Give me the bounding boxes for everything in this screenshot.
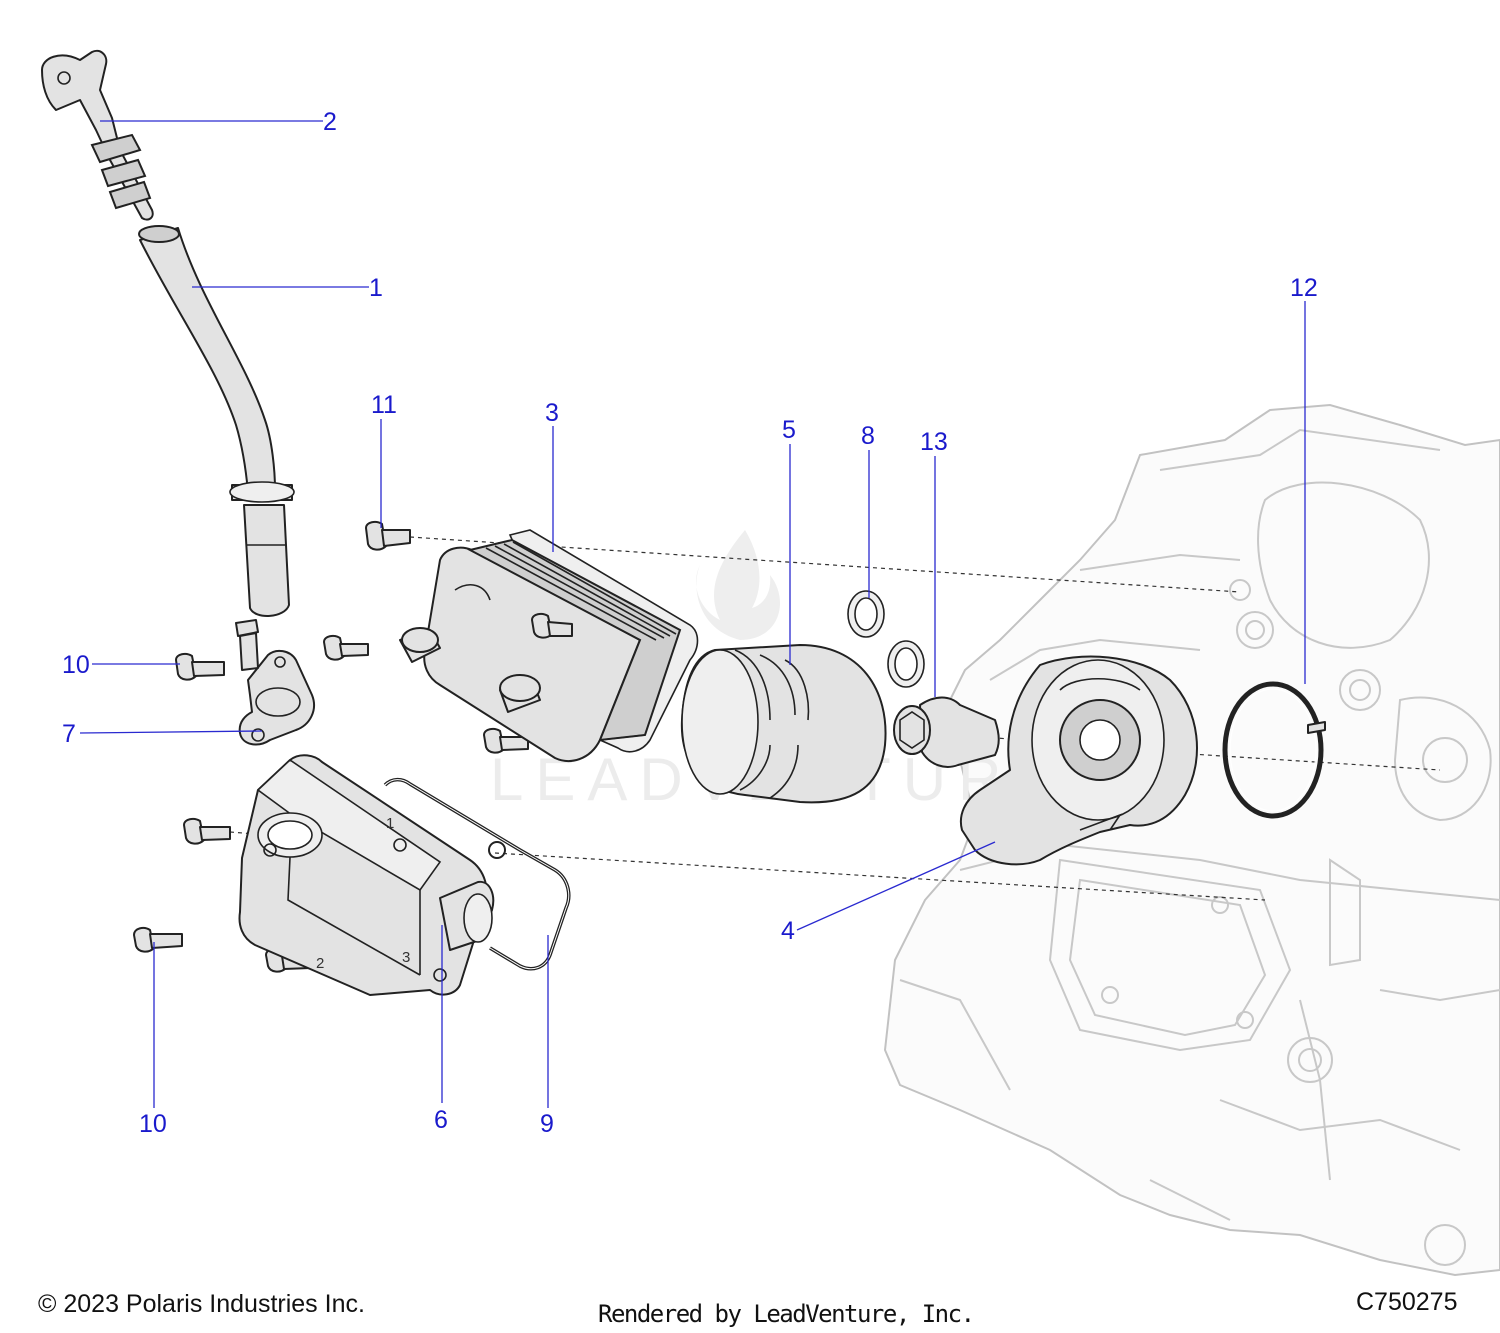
- o-ring-8: [847, 590, 885, 638]
- bolt-10-lower: [133, 926, 183, 953]
- callout-3: 3: [545, 399, 559, 427]
- leader-lines: [79, 120, 1306, 1108]
- bolt-small-a: [323, 634, 369, 661]
- cover-gasket: [383, 777, 571, 971]
- bolt-small-b: [183, 817, 231, 845]
- tube-gasket: [238, 649, 315, 746]
- callout-7: 7: [62, 720, 76, 748]
- cooler-cover: 1 2 3: [238, 754, 495, 996]
- oil-cooler: [399, 529, 699, 762]
- rendered-by-credit: Rendered by LeadVenture, Inc.: [598, 1300, 975, 1328]
- bolt-small-d: [483, 727, 529, 754]
- callout-5: 5: [782, 416, 796, 444]
- callout-2: 2: [323, 108, 337, 136]
- dipstick-tube: [138, 225, 295, 617]
- bolt-11: [365, 520, 411, 551]
- engine-case: [883, 403, 1500, 1277]
- dipstick: [41, 49, 154, 221]
- callout-10-upper: 10: [62, 651, 90, 679]
- callout-11: 11: [371, 391, 397, 419]
- callout-10-lower: 10: [139, 1110, 167, 1138]
- seal-ring: [1222, 681, 1326, 819]
- gasket-bolt: [235, 619, 259, 671]
- filter-adapter: [960, 655, 1198, 866]
- callout-1: 1: [369, 274, 383, 302]
- callout-4: 4: [781, 917, 795, 945]
- part-mark-2: 2: [316, 955, 324, 972]
- part-mark-3: 3: [402, 949, 410, 966]
- o-ring-8b: [887, 640, 925, 688]
- part-mark-1: 1: [386, 815, 394, 832]
- drawing-number: C750275: [1356, 1288, 1458, 1316]
- callout-6: 6: [434, 1106, 448, 1134]
- threaded-fitting: [893, 696, 1000, 768]
- callout-12: 12: [1290, 274, 1318, 302]
- callout-13: 13: [920, 428, 948, 456]
- callout-labels: 1 2 3 4 5 6 7 8 9 10 10 11 12 13: [62, 108, 1318, 1138]
- flame-logo-icon: [696, 530, 780, 640]
- bolt-10-upper: [175, 652, 225, 681]
- callout-9: 9: [540, 1110, 554, 1138]
- callout-8: 8: [861, 422, 875, 450]
- copyright-notice: © 2023 Polaris Industries Inc.: [38, 1290, 365, 1318]
- oil-filter: [680, 644, 887, 804]
